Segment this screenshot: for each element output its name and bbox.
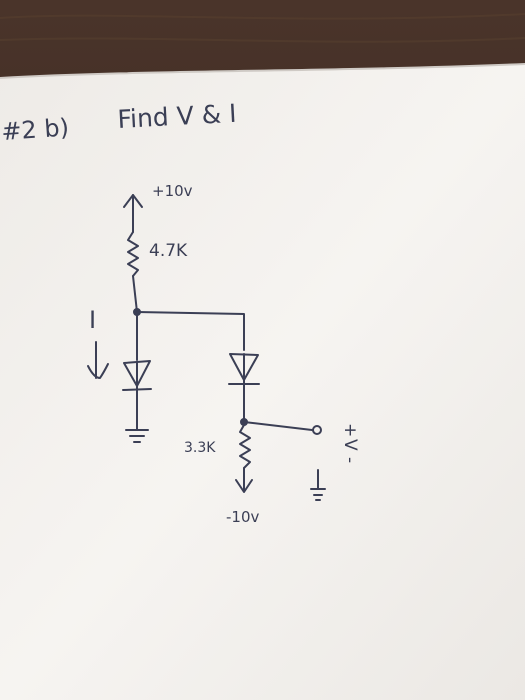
wire-node	[132, 275, 138, 313]
arrow-head-up	[123, 194, 143, 208]
supply-positive-label: +10v	[152, 182, 193, 200]
voltage-minus: -	[340, 457, 360, 463]
current-label: I	[89, 306, 96, 334]
terminal-circle	[312, 425, 322, 435]
circuit-diagram	[87, 194, 326, 501]
title-text: Find V & I	[117, 99, 237, 134]
paper-shadow	[0, 63, 525, 79]
voltage-plus: +	[340, 423, 360, 437]
problem-number: #2 b)	[0, 113, 69, 146]
resistor-4-7k	[127, 231, 139, 277]
resistor-4-7k-label: 4.7K	[149, 241, 188, 261]
resistor-3-3k-label: 3.3K	[184, 440, 216, 456]
wire-right-branch	[136, 311, 245, 351]
current-arrow-head	[87, 363, 109, 379]
supply-negative-label: -10v	[226, 508, 259, 526]
wire-to-terminal	[243, 421, 313, 431]
voltage-label-group: + V -	[340, 423, 360, 463]
arrow-head-down	[235, 479, 253, 493]
paper-sheet	[0, 64, 525, 700]
voltage-label: V	[340, 439, 360, 451]
wood-grain	[0, 13, 525, 43]
resistor-3-3k	[239, 424, 251, 469]
